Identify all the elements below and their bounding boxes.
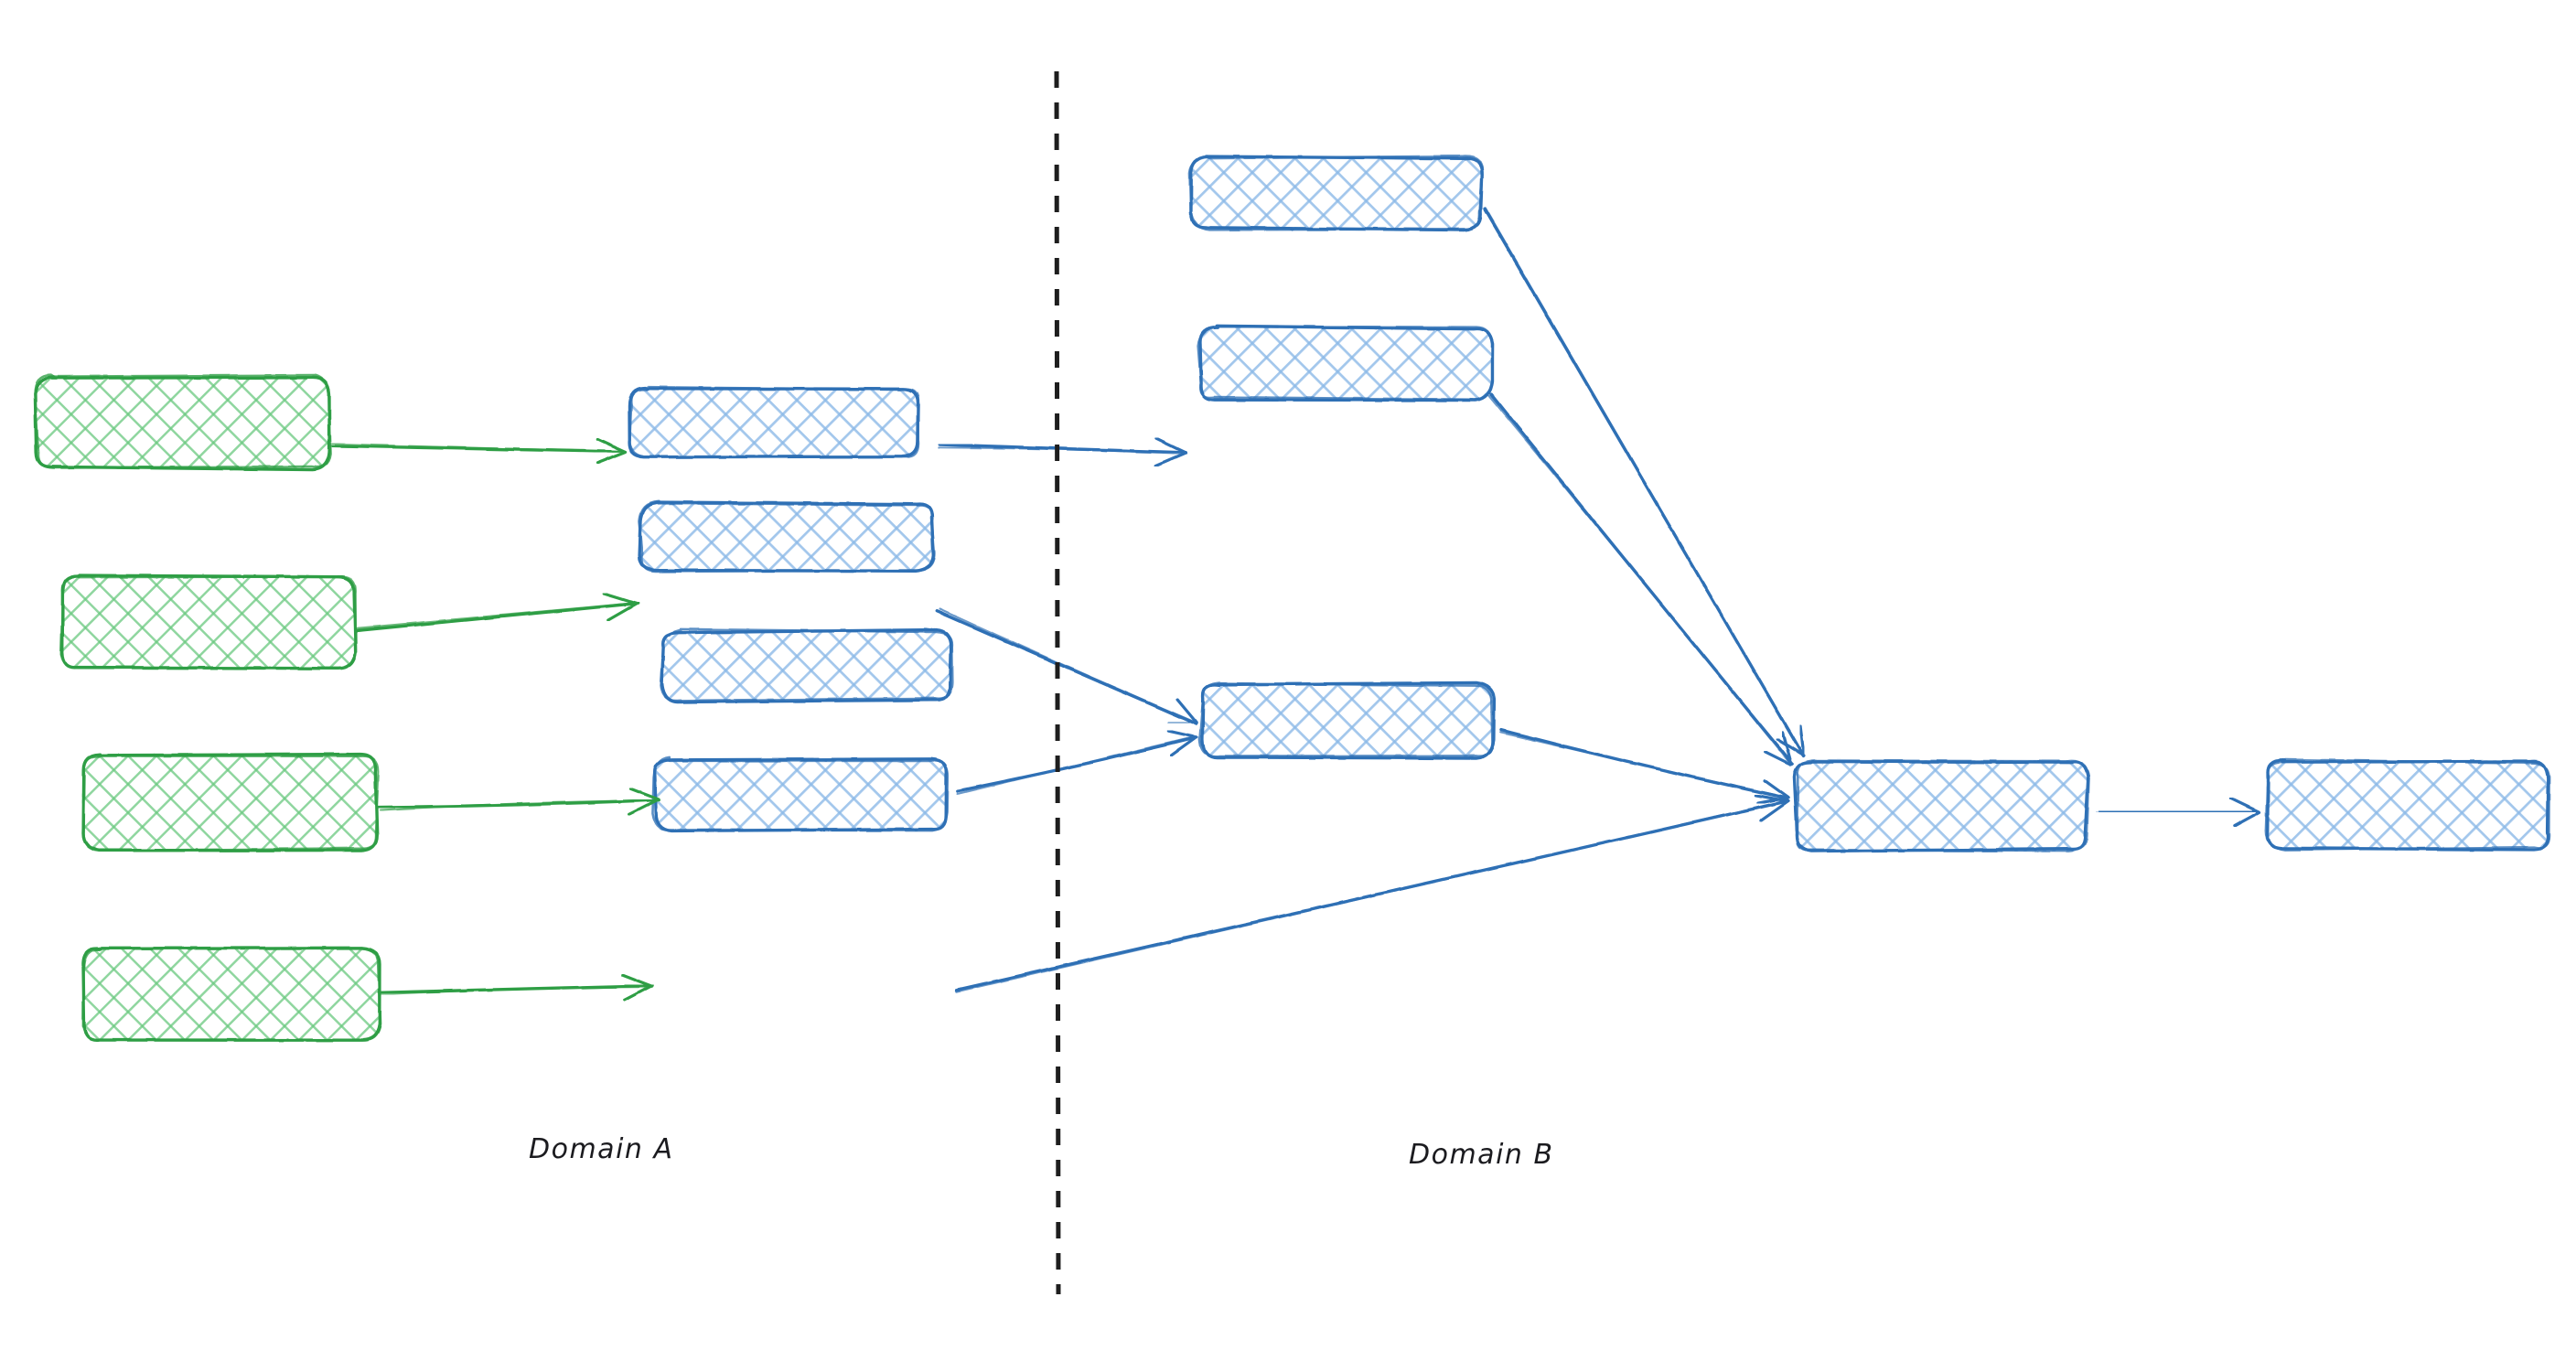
domain-divider <box>1054 70 1061 1295</box>
node-b-merge[interactable] <box>1792 759 2090 853</box>
node-b-node-2[interactable] <box>1197 324 1495 402</box>
arrowhead-icon <box>1776 724 1806 757</box>
label-domain-a: Domain A <box>529 1133 673 1165</box>
label-domain-b: Domain B <box>1409 1139 1554 1171</box>
arrowhead-icon <box>1764 731 1793 766</box>
edge-e-proc2-b3[interactable] <box>935 607 1198 725</box>
arrowhead-icon <box>1167 698 1198 725</box>
arrowhead-icon <box>1756 778 1790 805</box>
node-b-node-3[interactable] <box>1198 681 1497 760</box>
node-a-src-4[interactable] <box>81 946 382 1043</box>
edge-e-src4-proc4[interactable] <box>378 973 654 1002</box>
arrowhead-icon <box>2229 797 2261 828</box>
divider-layer <box>1054 70 1061 1295</box>
edge-e-proc4-merge[interactable] <box>955 793 1790 993</box>
node-a-src-2[interactable] <box>59 573 358 670</box>
arrowhead-icon <box>628 787 660 816</box>
edge-e-src2-proc2[interactable] <box>354 592 639 633</box>
arrowhead-icon <box>620 973 653 1002</box>
edge-e-src1-proc1[interactable] <box>327 437 628 465</box>
node-a-src-3[interactable] <box>81 752 380 852</box>
edge-e-src3-proc3[interactable] <box>375 787 660 816</box>
arrowhead-icon <box>1166 729 1198 757</box>
arrowhead-icon <box>1154 437 1187 467</box>
node-b-output[interactable] <box>2264 758 2550 852</box>
node-a-proc-1[interactable] <box>628 385 920 459</box>
node-a-proc-3[interactable] <box>660 627 954 704</box>
arrowhead-icon <box>602 592 639 622</box>
node-a-proc-2[interactable] <box>637 499 936 573</box>
edge-e-b1-merge[interactable] <box>1483 207 1806 758</box>
edge-e-merge-out[interactable] <box>2096 797 2261 828</box>
edge-e-b2-merge[interactable] <box>1487 392 1794 766</box>
arrowhead-icon <box>1754 793 1790 822</box>
node-a-proc-4[interactable] <box>651 756 950 833</box>
node-b-node-1[interactable] <box>1188 155 1484 232</box>
edge-e-proc3-b3[interactable] <box>956 729 1198 795</box>
node-layer <box>33 155 2550 1043</box>
edge-e-b3-merge[interactable] <box>1499 728 1790 805</box>
edge-layer <box>327 207 2261 1002</box>
arrowhead-icon <box>596 437 628 465</box>
label-layer: Domain A Domain B <box>529 1133 1554 1171</box>
node-a-src-1[interactable] <box>33 373 332 472</box>
edge-e-proc1-b2[interactable] <box>938 437 1187 467</box>
